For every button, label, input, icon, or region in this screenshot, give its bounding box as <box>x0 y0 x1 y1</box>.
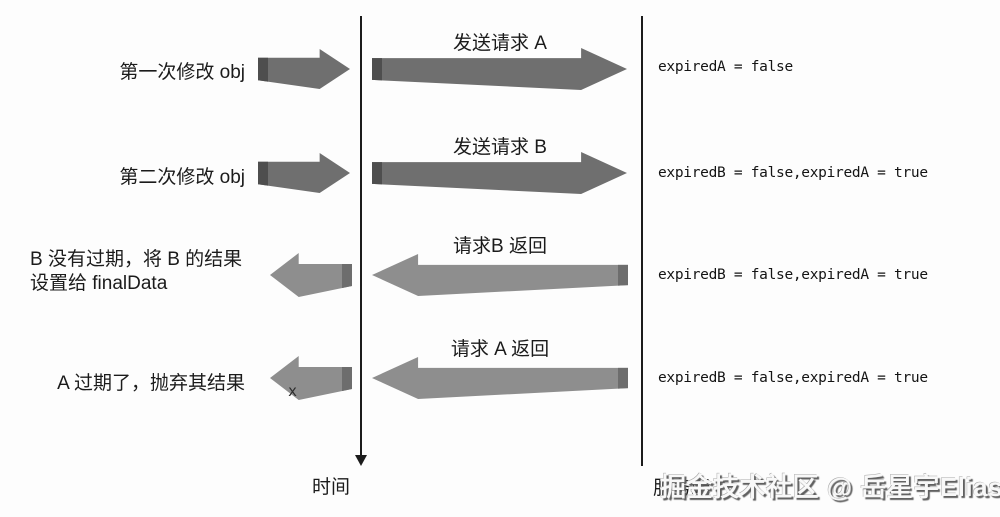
row2-status-text: expiredB = false,expiredA = true <box>658 165 928 181</box>
row4-arrow-label: 请求 A 返回 <box>450 339 550 360</box>
row1-left-label: 第一次修改 obj <box>119 62 245 83</box>
server-axis-label: 服务端 <box>653 478 711 499</box>
row2-left-label: 第二次修改 obj <box>119 167 245 188</box>
time-axis-line <box>360 16 362 456</box>
row1-status-text: expiredA = false <box>658 59 793 75</box>
row3-left-label: B 没有过期，将 B 的结果 设置给 finalData <box>30 248 242 296</box>
arrow-tail-band <box>372 152 382 194</box>
row3-return-arrow <box>372 254 628 296</box>
arrow-tail-band <box>618 254 628 296</box>
row3-result-arrow <box>270 253 352 297</box>
time-axis-label: 时间 <box>312 477 351 498</box>
row1-arrow-label: 发送请求 A <box>453 33 547 54</box>
row4-left-label: A 过期了，抛弃其结果 <box>57 373 245 394</box>
row3-left-label-line2: 设置给 finalData <box>30 273 168 294</box>
time-axis-arrow-icon <box>355 455 367 466</box>
arrow-tail-band <box>258 153 268 193</box>
arrow-tail-band <box>618 357 628 399</box>
row4-result-arrow <box>270 356 352 400</box>
row3-left-label-line1: B 没有过期，将 B 的结果 <box>30 249 243 270</box>
row1-modify-arrow <box>258 49 350 89</box>
arrow-tail-band <box>372 48 382 90</box>
discard-x-mark: x <box>288 382 298 400</box>
row4-return-arrow <box>372 357 628 399</box>
row4-status-text: expiredB = false,expiredA = true <box>658 370 928 386</box>
arrow-tail-band <box>258 49 268 89</box>
arrow-tail-band <box>342 253 352 297</box>
row2-arrow-label: 发送请求 B <box>453 137 547 158</box>
row2-modify-arrow <box>258 153 350 193</box>
server-axis-line <box>641 16 643 466</box>
row3-arrow-label: 请求B 返回 <box>453 236 547 257</box>
watermark-text: 掘金技术社区 @ 岳星宇Elias <box>660 472 1000 502</box>
row3-status-text: expiredB = false,expiredA = true <box>658 267 928 283</box>
arrow-tail-band <box>342 356 352 400</box>
